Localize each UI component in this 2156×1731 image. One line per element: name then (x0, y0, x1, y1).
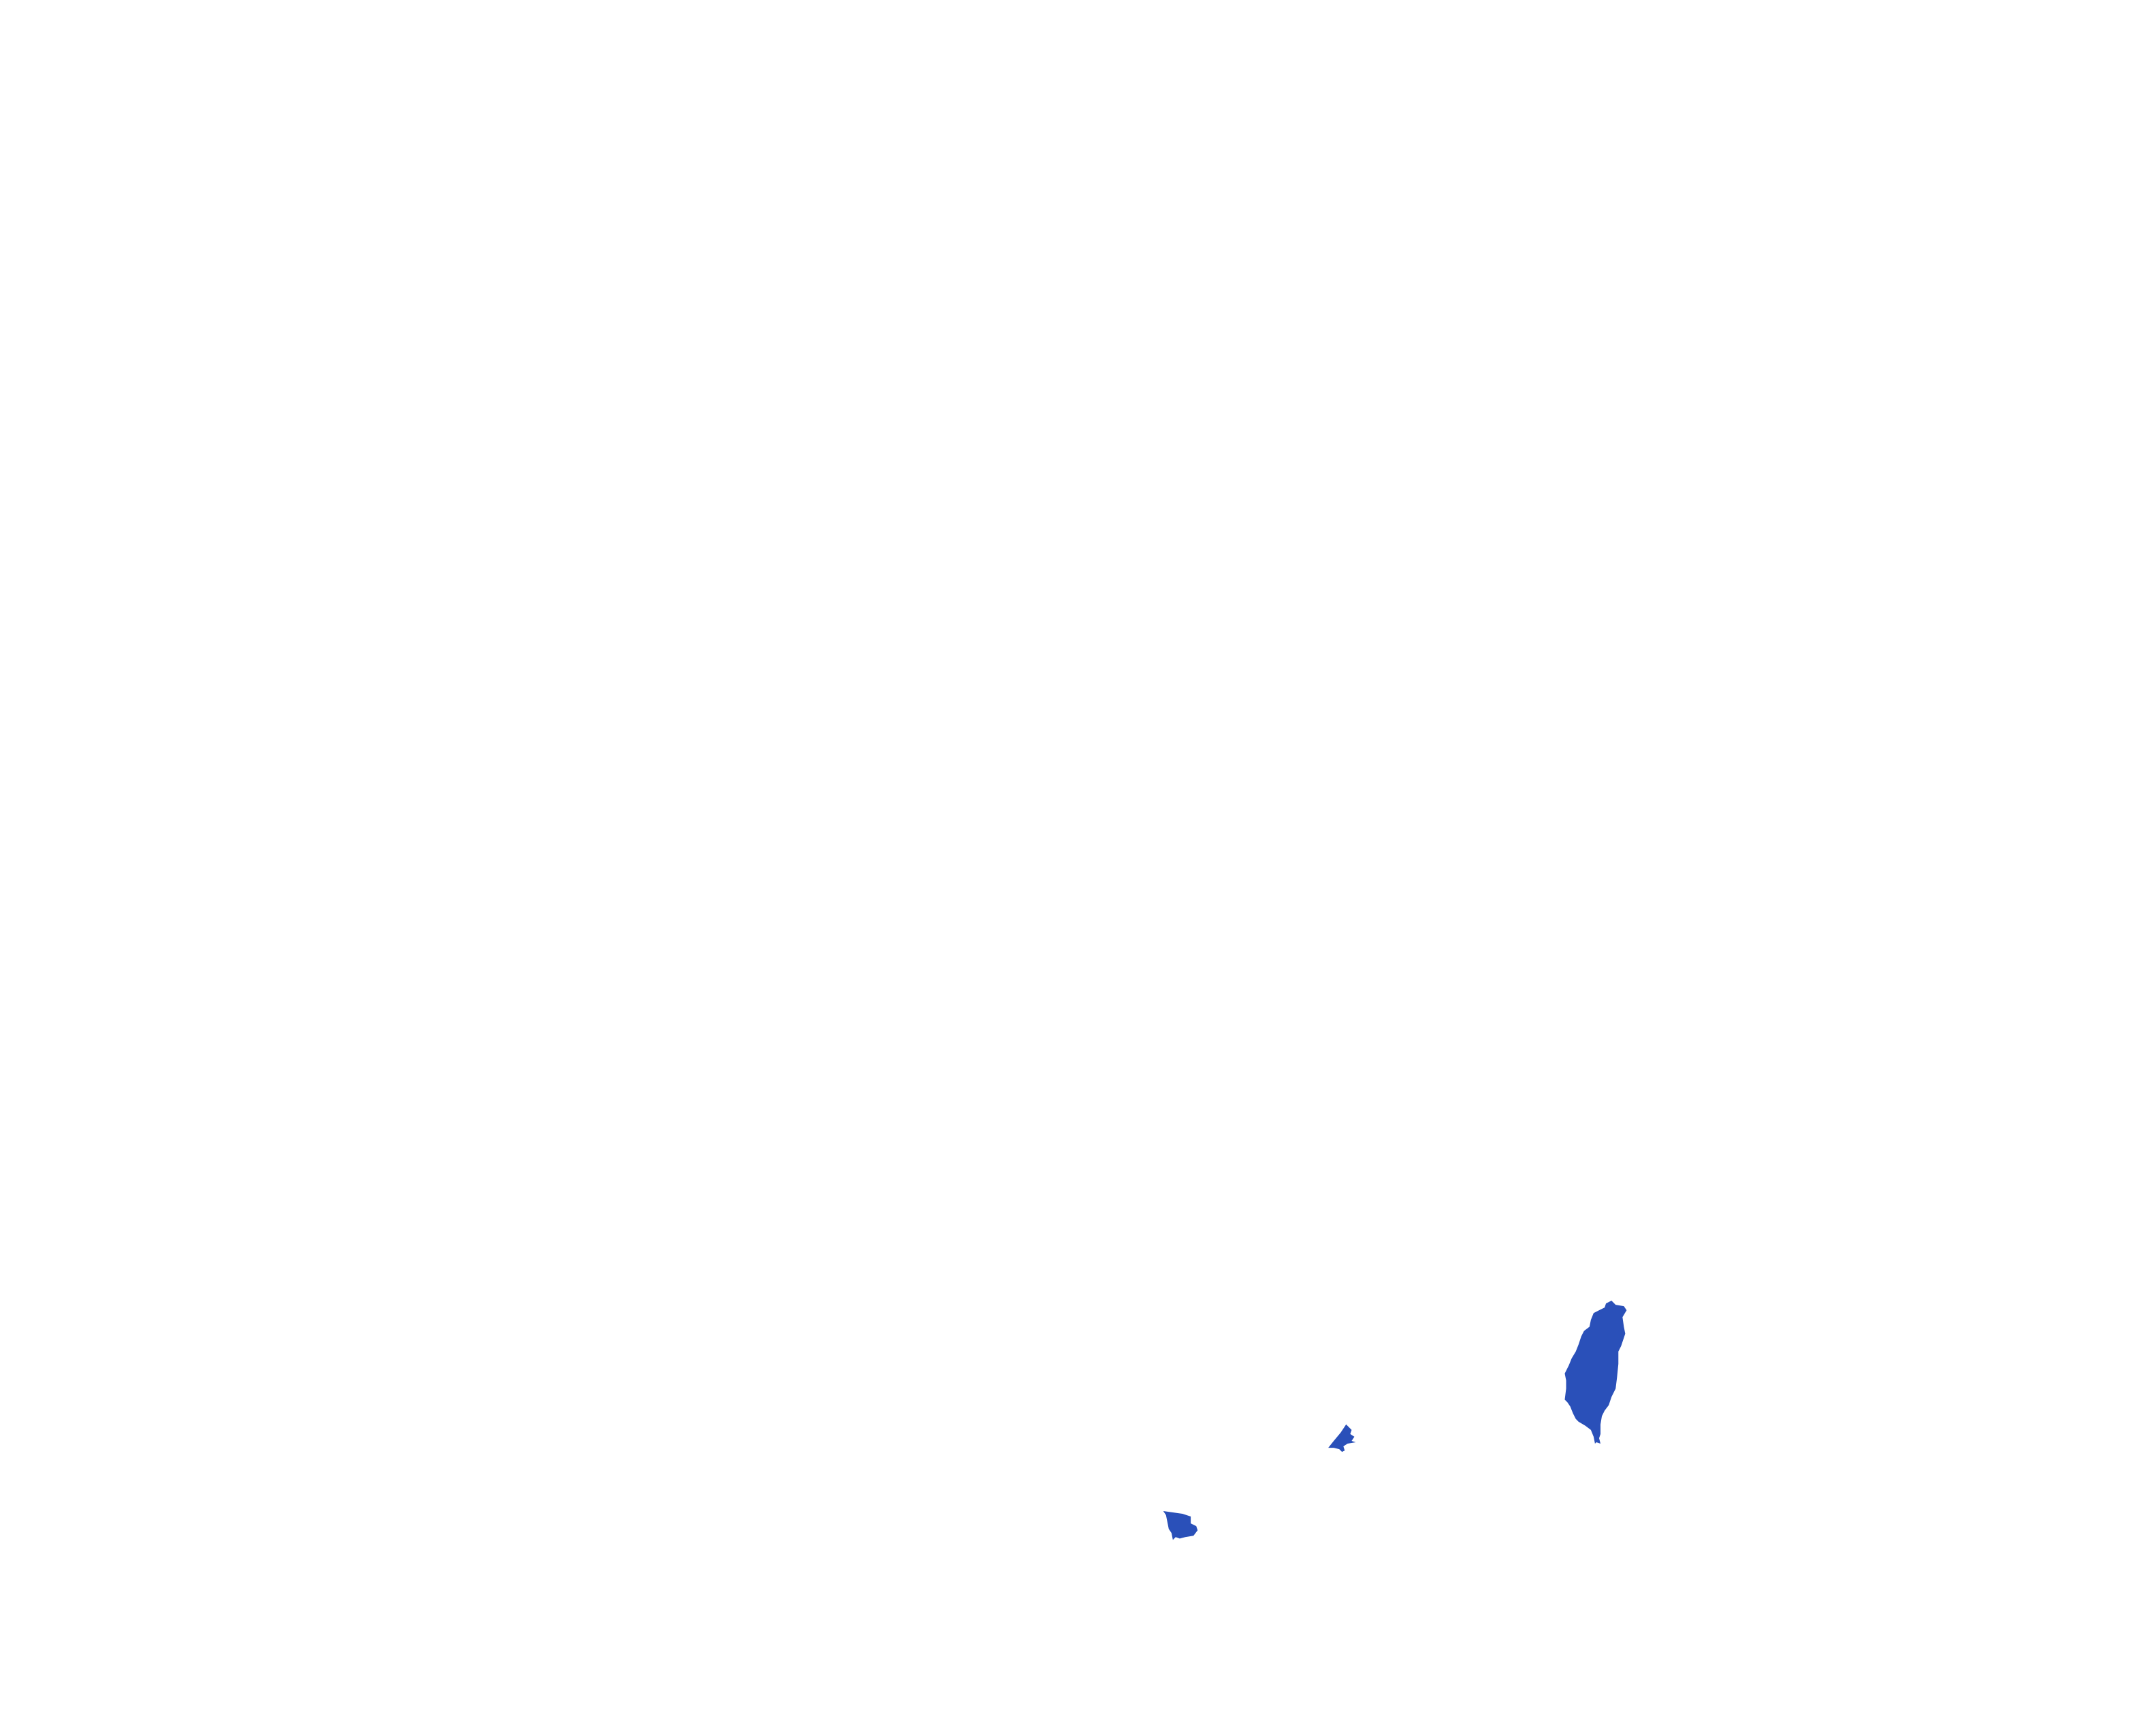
map-region-southwest-small[interactable] (1163, 1510, 1198, 1540)
map-region-east-island[interactable] (1564, 1301, 1627, 1444)
map-region-middle-small[interactable] (1328, 1424, 1356, 1452)
